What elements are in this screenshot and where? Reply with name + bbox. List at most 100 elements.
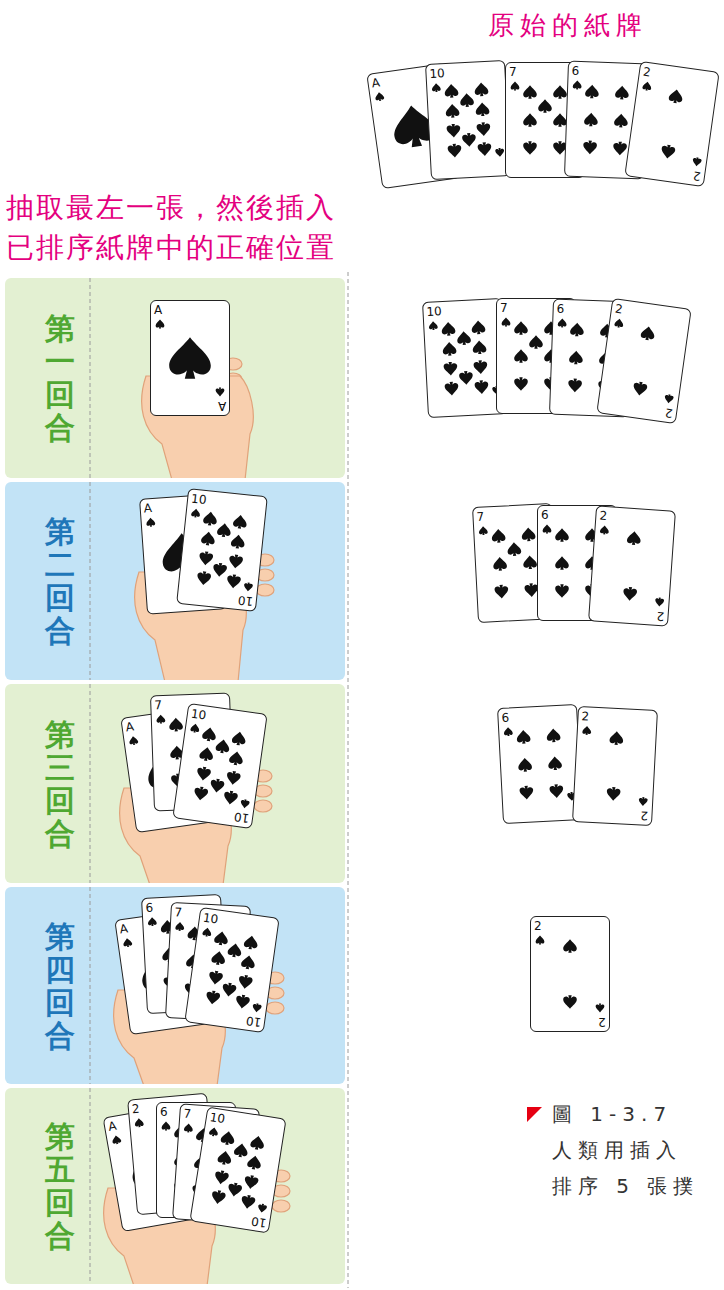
spade-pip bbox=[521, 527, 535, 541]
spade-pip bbox=[478, 526, 487, 535]
spade-pip bbox=[227, 1181, 243, 1197]
playing-card: 22 bbox=[596, 298, 691, 424]
spade-pip bbox=[583, 140, 597, 154]
spade-pip bbox=[233, 1142, 249, 1158]
spade-pip bbox=[428, 321, 437, 330]
spade-pip bbox=[507, 541, 521, 555]
spade-pip bbox=[249, 1134, 265, 1150]
spade-pip bbox=[555, 584, 569, 598]
card-index: 6 bbox=[556, 302, 564, 316]
spade-pip bbox=[175, 921, 184, 930]
card-index: 6 bbox=[571, 64, 579, 78]
spade-pip bbox=[501, 317, 510, 326]
card-index: A bbox=[119, 921, 129, 936]
spade-pip bbox=[228, 750, 243, 765]
spade-pip bbox=[122, 937, 132, 947]
card-index: 2 bbox=[581, 709, 589, 723]
card-index: 10 bbox=[233, 809, 250, 825]
spade-pip bbox=[444, 83, 458, 97]
spade-pip bbox=[523, 85, 537, 99]
spade-pip bbox=[584, 84, 598, 98]
spade-pip bbox=[640, 325, 655, 340]
spade-pip bbox=[243, 1174, 259, 1190]
spade-pip bbox=[473, 360, 487, 374]
spade-pip bbox=[447, 143, 461, 157]
card-index: 10 bbox=[426, 304, 442, 319]
divider-line bbox=[90, 887, 91, 1084]
card-pips bbox=[596, 297, 691, 423]
spade-pip bbox=[231, 730, 246, 745]
spade-pip bbox=[252, 1002, 262, 1012]
card-index: 7 bbox=[500, 301, 508, 315]
spade-pip bbox=[471, 320, 485, 334]
playing-card: 1010 bbox=[176, 488, 268, 612]
spade-pip bbox=[374, 91, 384, 101]
spade-pip bbox=[200, 530, 215, 545]
spade-pip bbox=[155, 319, 164, 328]
hand-finger bbox=[254, 800, 272, 812]
spade-pip bbox=[431, 83, 440, 92]
spade-pip bbox=[516, 729, 530, 743]
spade-pip bbox=[202, 927, 212, 937]
row-heading: 原始的紙牌 bbox=[488, 8, 648, 42]
spade-pip bbox=[568, 350, 582, 364]
card-index: 7 bbox=[509, 65, 517, 79]
spade-pip bbox=[223, 790, 238, 805]
spade-pip bbox=[221, 982, 236, 997]
spade-pip bbox=[235, 994, 250, 1009]
spade-pip bbox=[546, 728, 560, 742]
spade-pip bbox=[476, 122, 490, 136]
playing-card: 1010 bbox=[184, 907, 279, 1033]
card-index: 2 bbox=[599, 509, 608, 523]
hand-finger bbox=[272, 1200, 290, 1212]
spade-pip bbox=[582, 725, 591, 734]
spade-pip bbox=[614, 85, 628, 99]
spade-pip bbox=[461, 132, 475, 146]
spade-pip bbox=[228, 553, 243, 568]
spade-pip bbox=[156, 714, 165, 723]
card-index: 2 bbox=[692, 169, 702, 184]
card-pips bbox=[176, 488, 268, 612]
spade-pip bbox=[210, 1189, 226, 1205]
spade-pip bbox=[563, 939, 577, 953]
spade-pip bbox=[201, 726, 216, 741]
card-index: 7 bbox=[476, 510, 484, 524]
spade-pip bbox=[208, 970, 223, 985]
card-index: 6 bbox=[541, 508, 549, 522]
spade-pip bbox=[227, 942, 242, 957]
spade-pip bbox=[557, 318, 566, 327]
spade-pip bbox=[230, 534, 245, 549]
spade-pip bbox=[215, 387, 224, 396]
round-label: 第一回合 bbox=[45, 312, 75, 444]
card-pips bbox=[184, 906, 279, 1032]
spade-pip bbox=[220, 1130, 236, 1146]
playing-card: AA bbox=[150, 300, 230, 416]
spade-pip bbox=[664, 393, 674, 403]
spade-pip bbox=[444, 381, 458, 395]
spade-pip bbox=[475, 102, 489, 116]
spade-pip bbox=[491, 528, 505, 542]
card-index: A bbox=[371, 75, 381, 90]
card-index: 2 bbox=[614, 302, 624, 317]
spade-pip bbox=[495, 147, 504, 156]
spade-pip bbox=[514, 349, 528, 363]
caption-marker bbox=[527, 1107, 542, 1122]
round-label: 第五回合 bbox=[45, 1120, 75, 1252]
spade-pip bbox=[443, 361, 457, 375]
card-index: A bbox=[143, 501, 152, 516]
spade-pip bbox=[216, 522, 231, 537]
spade-pip bbox=[494, 584, 508, 598]
spade-pip bbox=[456, 330, 470, 344]
spade-pip bbox=[215, 738, 230, 753]
spade-pip bbox=[202, 511, 217, 526]
spade-pip bbox=[555, 556, 569, 570]
spade-pip bbox=[213, 930, 228, 945]
spade-pip bbox=[459, 92, 473, 106]
spade-pip bbox=[613, 113, 627, 127]
card-pips bbox=[189, 1106, 286, 1233]
hand-finger bbox=[266, 1002, 284, 1014]
card-index: 10 bbox=[202, 911, 219, 927]
spade-pip bbox=[441, 321, 455, 335]
card-index: A bbox=[107, 1119, 118, 1134]
card-index: 7 bbox=[154, 698, 162, 712]
